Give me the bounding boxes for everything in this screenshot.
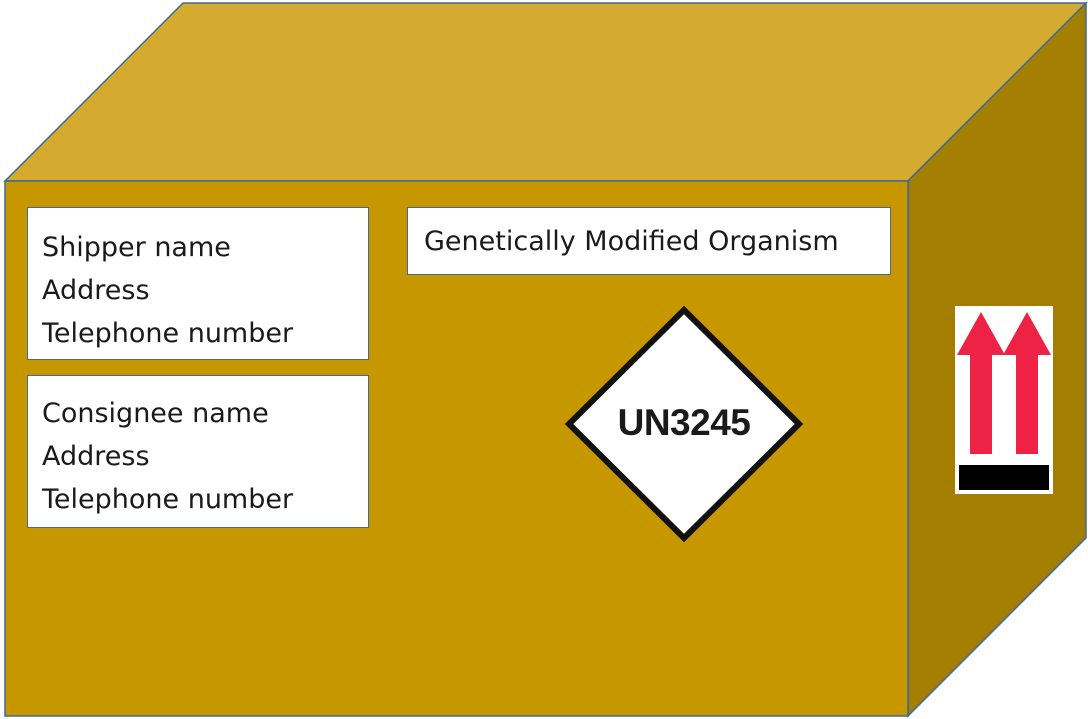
shipper-address: Address [42,275,150,306]
consignee-label: Consignee name Address Telephone number [27,375,369,528]
up-arrow-right [1003,312,1051,454]
consignee-address: Address [42,441,150,472]
gmo-label: Genetically Modified Organism [407,207,891,275]
shipper-phone: Telephone number [42,318,294,349]
box-top-face [3,2,1088,182]
up-arrow-left [957,312,1005,454]
shipper-name: Shipper name [42,232,231,263]
gmo-label-text: Genetically Modified Organism [424,226,839,257]
un-number-text: UN3245 [617,402,751,443]
hazard-diamond-label [564,305,804,543]
this-way-up-arrows-icon [957,312,1051,490]
shipper-label: Shipper name Address Telephone number [27,207,369,360]
consignee-name: Consignee name [42,398,269,429]
consignee-phone: Telephone number [42,484,294,515]
this-way-up-label [955,306,1053,494]
diamond-hazard-icon [564,305,804,543]
base-bar [959,465,1049,490]
